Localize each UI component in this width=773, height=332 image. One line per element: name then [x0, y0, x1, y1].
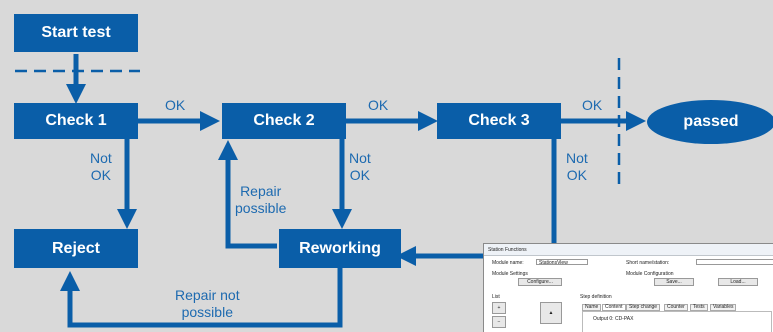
tab-content[interactable]: Content — [602, 304, 626, 311]
node-reworking: Reworking — [279, 229, 401, 268]
save-button[interactable]: Save... — [654, 278, 694, 286]
step-content-panel: Output 0: CD-PAX — [582, 311, 772, 332]
load-button[interactable]: Load... — [718, 278, 758, 286]
edge-label-not-ok-2: Not OK — [349, 150, 371, 183]
edge-label-not-ok-1: Not OK — [90, 150, 112, 183]
node-check-3: Check 3 — [437, 103, 561, 139]
edge-label-repair-not-possible: Repair not possible — [175, 287, 240, 320]
plus-icon: + — [497, 305, 501, 311]
edge-label-repair-possible: Repair possible — [235, 183, 287, 216]
node-check-2: Check 2 — [222, 103, 346, 139]
edge-label-not-ok-3: Not OK — [566, 150, 588, 183]
output-label: Output 0: CD-PAX — [593, 316, 634, 322]
node-passed: passed — [647, 100, 773, 144]
module-name-field[interactable]: StationsView — [536, 259, 588, 266]
short-name-field[interactable] — [696, 259, 773, 265]
list-label: List — [492, 294, 500, 300]
short-name-label: Short name/station: — [626, 260, 670, 266]
configure-button[interactable]: Configure... — [518, 278, 562, 286]
minus-icon: − — [497, 319, 501, 325]
software-screenshot-inset: Station Functions Module name: StationsV… — [483, 243, 773, 332]
edge-check3-reworking — [396, 138, 557, 266]
screenshot-title-bar: Station Functions — [484, 244, 773, 256]
module-settings-label: Module Settings — [492, 271, 528, 277]
node-reject: Reject — [14, 229, 138, 268]
edge-reworking-reject — [60, 267, 343, 328]
step-definition-label: Step definition — [580, 294, 612, 300]
node-start-test: Start test — [14, 14, 138, 52]
list-move-button[interactable]: ▲ — [540, 302, 562, 324]
edge-label-ok-2-3: OK — [368, 97, 389, 113]
tab-variables[interactable]: Variables — [710, 304, 737, 311]
list-minus-button[interactable]: − — [492, 316, 506, 328]
node-check-1: Check 1 — [14, 103, 138, 139]
module-configuration-label: Module Configuration — [626, 271, 674, 277]
edge-label-ok-1-2: OK — [165, 97, 186, 113]
tab-name[interactable]: Name — [582, 304, 602, 311]
tab-tests[interactable]: Tests — [690, 304, 708, 311]
edge-label-ok-3-passed: OK — [582, 97, 603, 113]
tab-counter[interactable]: Counter — [664, 304, 688, 311]
screenshot-title: Station Functions — [488, 247, 527, 253]
arrow-icon: ▲ — [548, 310, 554, 316]
edge-reworking-check2 — [218, 140, 277, 249]
list-plus-button[interactable]: + — [492, 302, 506, 314]
tab-step-change[interactable]: Step change — [626, 304, 661, 311]
module-name-label: Module name: — [492, 260, 524, 266]
